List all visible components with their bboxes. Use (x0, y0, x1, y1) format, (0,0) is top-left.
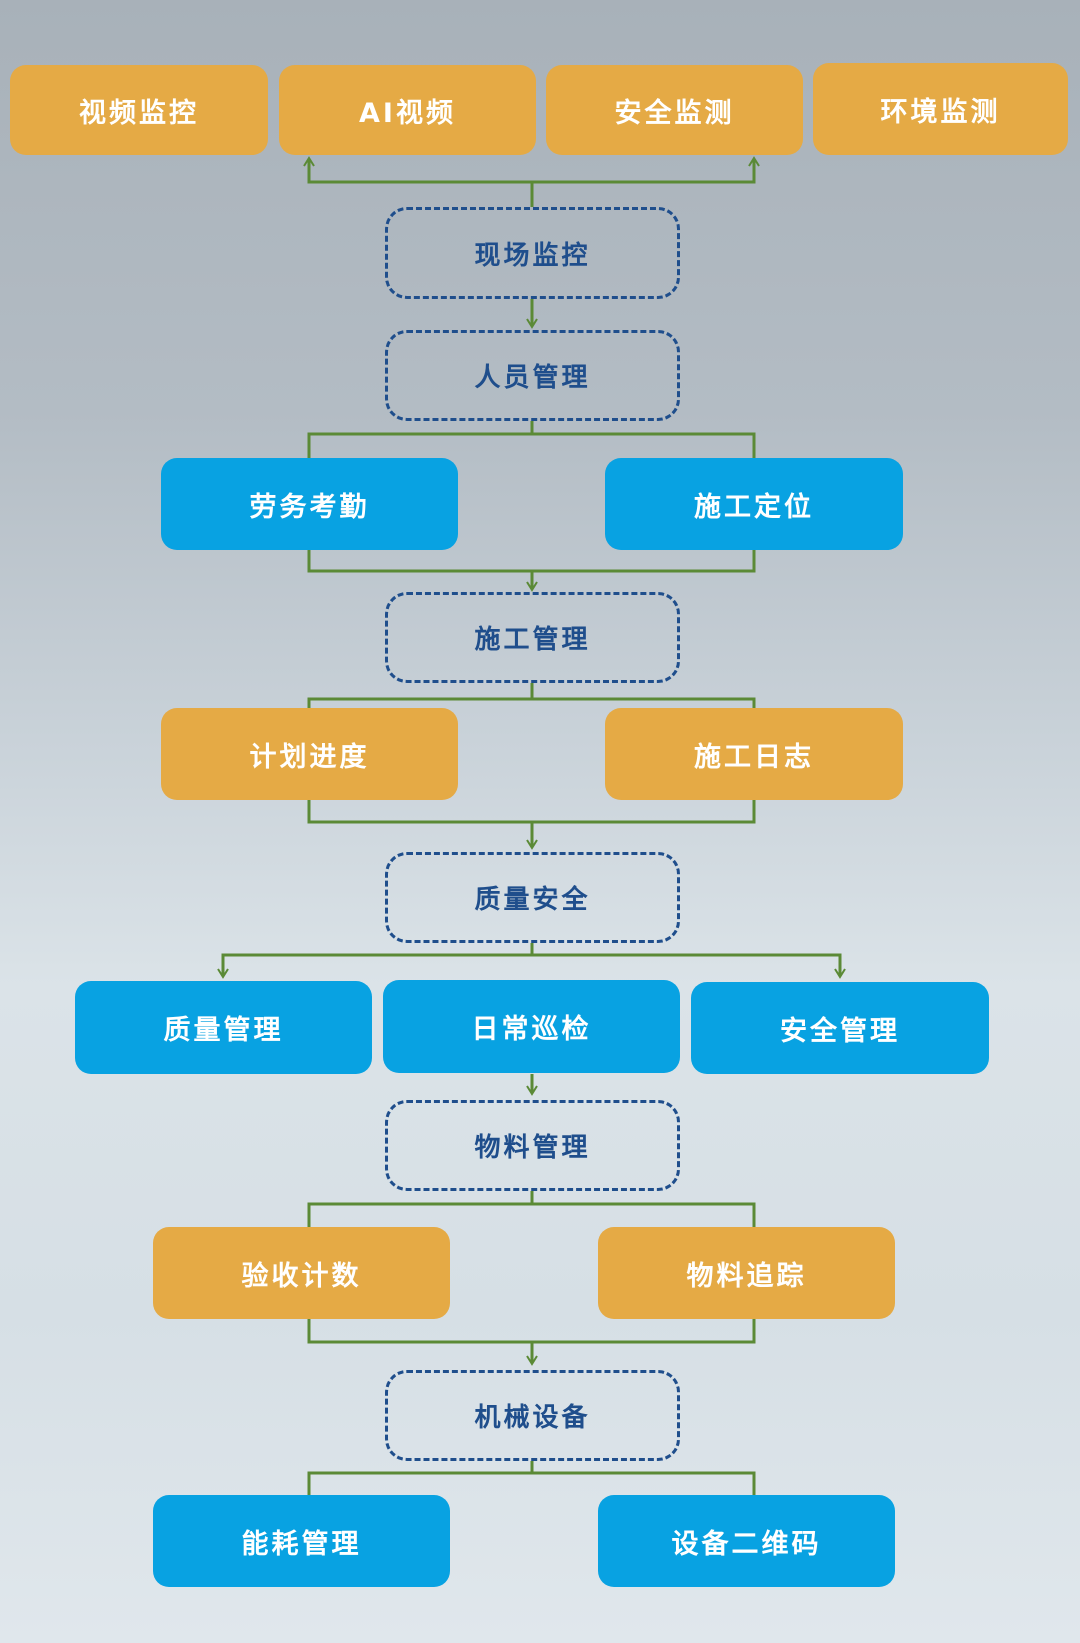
node-construction-log: 施工日志 (605, 708, 903, 800)
node-labor-attendance: 劳务考勤 (161, 458, 458, 550)
node-safety-monitoring: 安全监测 (546, 65, 803, 155)
section-personnel: 人员管理 (385, 330, 680, 421)
node-ai-video: AI视频 (279, 65, 536, 155)
section-quality-safety: 质量安全 (385, 852, 680, 943)
node-environment-monitoring: 环境监测 (813, 63, 1068, 155)
node-quality-management: 质量管理 (75, 981, 372, 1074)
node-daily-inspection: 日常巡检 (383, 980, 680, 1073)
node-acceptance-count: 验收计数 (153, 1227, 450, 1319)
section-machinery: 机械设备 (385, 1370, 680, 1461)
section-materials: 物料管理 (385, 1100, 680, 1191)
node-energy-management: 能耗管理 (153, 1495, 450, 1587)
section-construction: 施工管理 (385, 592, 680, 683)
node-safety-management: 安全管理 (691, 982, 989, 1074)
node-equipment-qrcode: 设备二维码 (598, 1495, 895, 1587)
section-site-monitoring: 现场监控 (385, 207, 680, 299)
node-material-tracking: 物料追踪 (598, 1227, 895, 1319)
node-schedule-progress: 计划进度 (161, 708, 458, 800)
node-video-monitoring: 视频监控 (10, 65, 268, 155)
node-construction-positioning: 施工定位 (605, 458, 903, 550)
